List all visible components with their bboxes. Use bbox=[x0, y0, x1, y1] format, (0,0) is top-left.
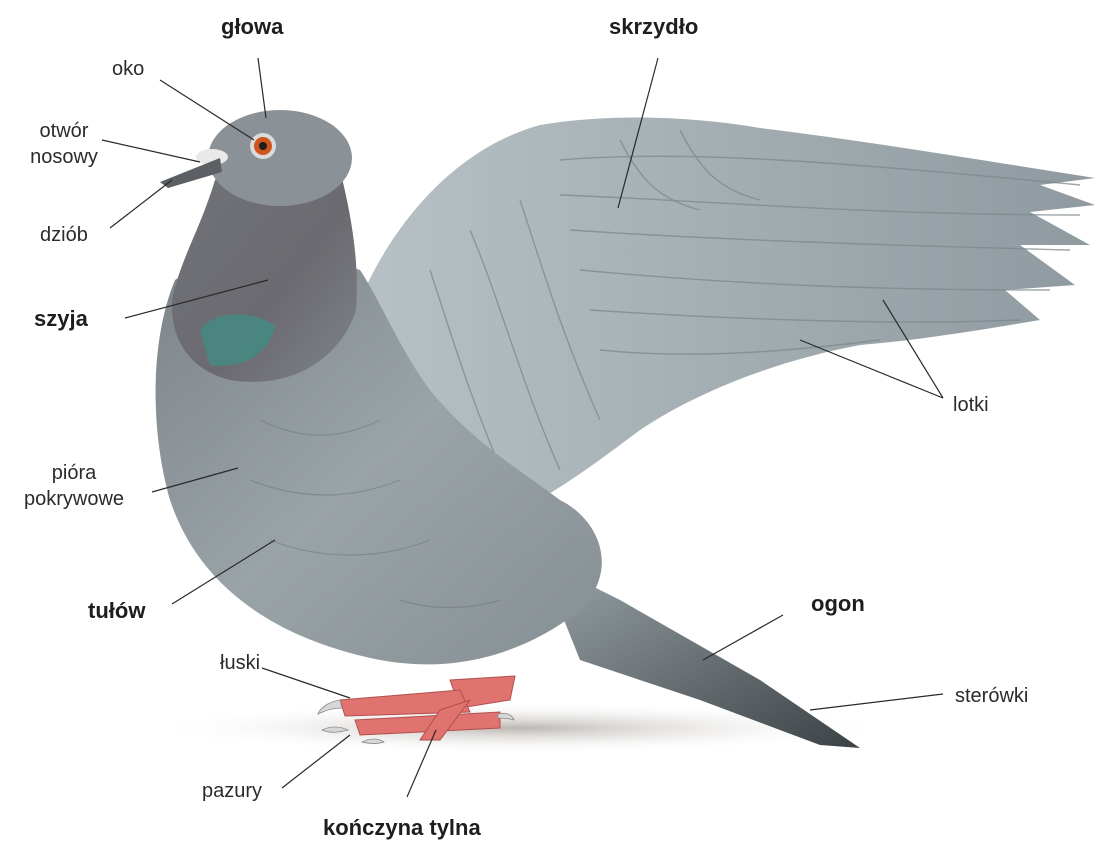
label-otwor-nosowy: otwór nosowy bbox=[28, 118, 100, 170]
beak-shape bbox=[160, 158, 222, 188]
label-dziob: dziób bbox=[40, 222, 88, 248]
label-otwor-nosowy-line1: otwór bbox=[28, 118, 100, 144]
label-luski: łuski bbox=[220, 650, 260, 676]
label-sterowki: sterówki bbox=[955, 683, 1028, 709]
label-piora-pokrywowe: pióra pokrywowe bbox=[10, 460, 138, 512]
label-lotki: lotki bbox=[953, 392, 989, 418]
leader-dziob bbox=[110, 180, 172, 228]
leader-sterowki bbox=[810, 694, 943, 710]
label-szyja: szyja bbox=[34, 306, 88, 332]
label-glowa: głowa bbox=[221, 14, 283, 40]
label-piora-line1: pióra bbox=[10, 460, 138, 486]
leader-ogon bbox=[703, 615, 783, 660]
eye-pupil bbox=[259, 142, 267, 150]
leader-oko bbox=[160, 80, 254, 140]
label-tulow: tułów bbox=[88, 598, 145, 624]
label-skrzydlo: skrzydło bbox=[609, 14, 698, 40]
leader-otwor-nosowy bbox=[102, 140, 200, 162]
leader-luski bbox=[262, 668, 350, 698]
label-oko: oko bbox=[112, 56, 144, 82]
label-konczyna-tylna: kończyna tylna bbox=[323, 815, 481, 841]
label-piora-line2: pokrywowe bbox=[10, 486, 138, 512]
leader-glowa bbox=[258, 58, 266, 118]
label-otwor-nosowy-line2: nosowy bbox=[28, 144, 100, 170]
leader-lotki-2 bbox=[800, 340, 943, 398]
label-ogon: ogon bbox=[811, 591, 865, 617]
label-pazury: pazury bbox=[202, 778, 262, 804]
